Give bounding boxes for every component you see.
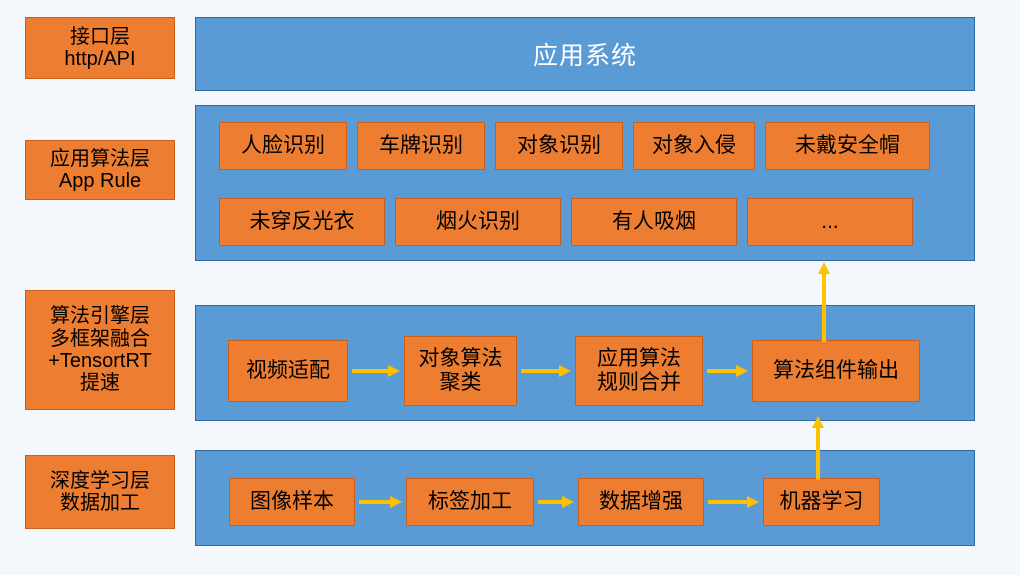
- layer-label-app-rule: 应用算法层 App Rule: [25, 140, 175, 200]
- app-rule-chip[interactable]: 车牌识别: [357, 122, 485, 170]
- arrow-right-icon: [538, 496, 574, 508]
- arrow-up-icon-engine-to-app-rule: [818, 262, 830, 342]
- app-rule-chip[interactable]: 对象识别: [495, 122, 623, 170]
- arrow-right-icon: [359, 496, 402, 508]
- deep-learning-step-data-augmentation[interactable]: 数据增强: [578, 478, 704, 526]
- layer-label-algorithm-engine: 算法引擎层 多框架融合 +TensortRT 提速: [25, 290, 175, 410]
- app-rule-chip[interactable]: 烟火识别: [395, 198, 561, 246]
- layer-label-deep-learning: 深度学习层 数据加工: [25, 455, 175, 529]
- app-rule-chip[interactable]: 有人吸烟: [571, 198, 737, 246]
- engine-step-video-adapt[interactable]: 视频适配: [228, 340, 348, 402]
- layer-label-interface: 接口层 http/API: [25, 17, 175, 79]
- arrow-up-icon-deep-learning-to-engine: [812, 416, 824, 480]
- application-system-title: 应用系统: [532, 42, 637, 70]
- app-rule-chip[interactable]: 未穿反光衣: [219, 198, 385, 246]
- arrow-right-icon: [521, 365, 571, 377]
- app-rule-chip[interactable]: 人脸识别: [219, 122, 347, 170]
- app-rule-chip[interactable]: 对象入侵: [633, 122, 755, 170]
- deep-learning-step-machine-learning[interactable]: 机器学习: [763, 478, 880, 526]
- arrow-right-icon: [707, 365, 748, 377]
- app-rule-chip[interactable]: 未戴安全帽: [765, 122, 930, 170]
- deep-learning-step-image-sample[interactable]: 图像样本: [229, 478, 355, 526]
- deep-learning-step-label-processing[interactable]: 标签加工: [406, 478, 534, 526]
- engine-step-component-output[interactable]: 算法组件输出: [752, 340, 920, 402]
- engine-step-object-clustering[interactable]: 对象算法 聚类: [404, 336, 517, 406]
- arrow-right-icon: [352, 365, 400, 377]
- application-system-panel: 应用系统: [195, 17, 975, 91]
- app-rule-chip-more[interactable]: ...: [747, 198, 913, 246]
- engine-step-rule-merge[interactable]: 应用算法 规则合并: [575, 336, 703, 406]
- arrow-right-icon: [708, 496, 759, 508]
